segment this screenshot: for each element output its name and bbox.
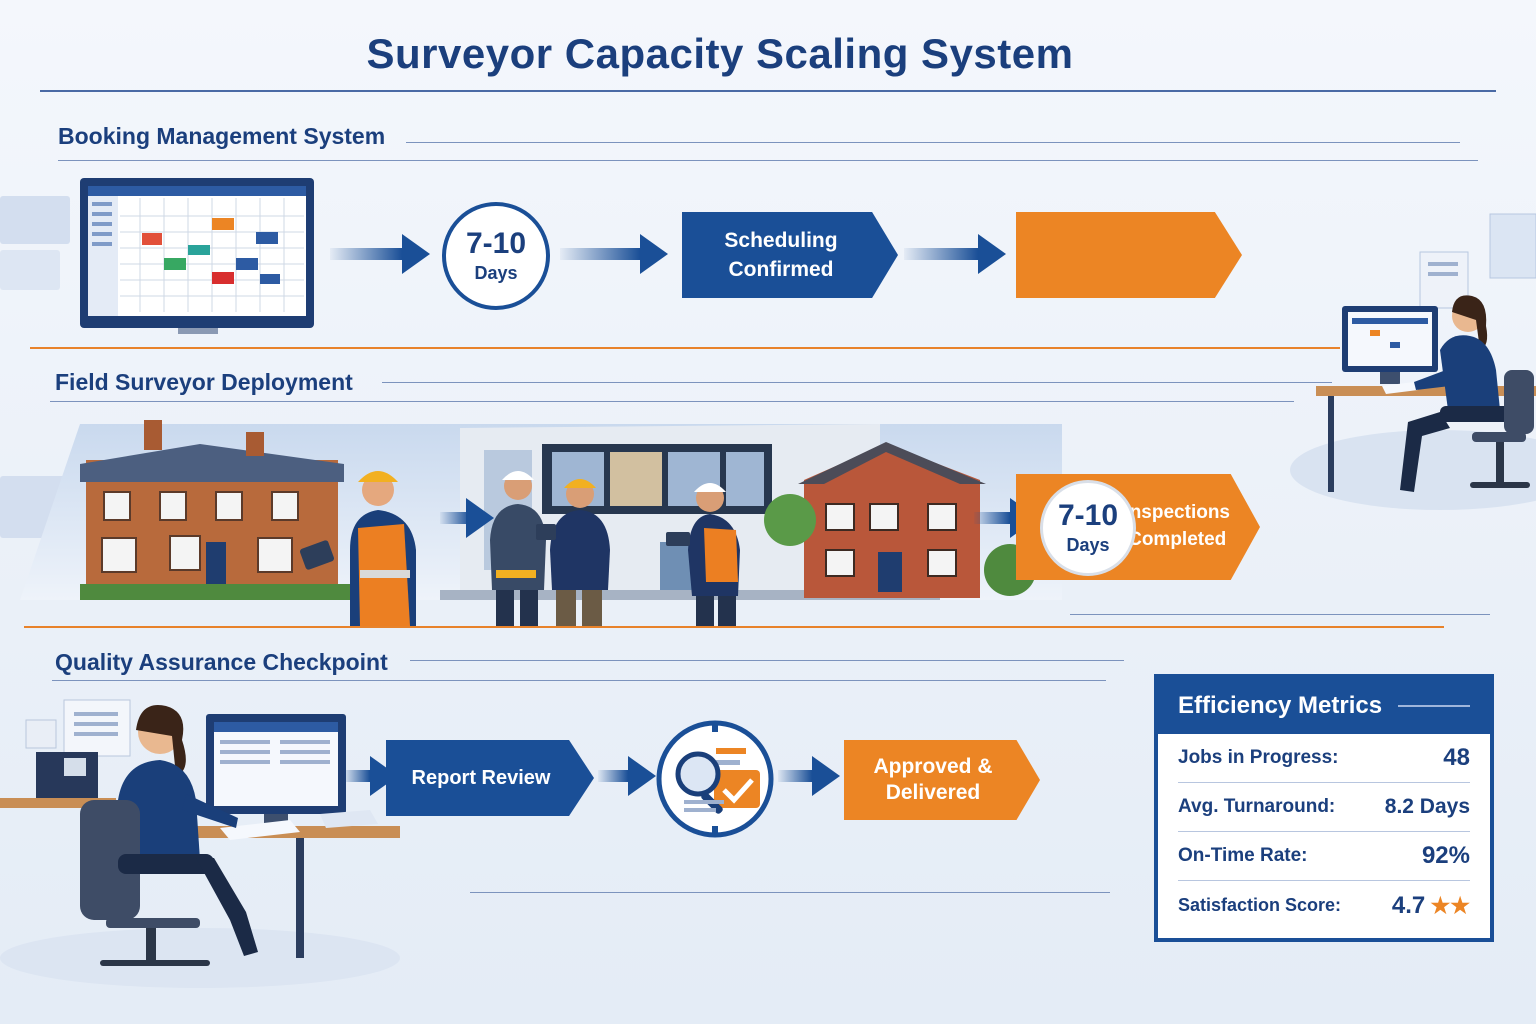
efficiency-metrics-panel: Efficiency Metrics Jobs in Progress: 48 … xyxy=(1154,674,1494,942)
booking-heading-rule xyxy=(406,142,1460,143)
metric-label: Jobs in Progress: xyxy=(1178,747,1339,768)
calendar-monitor-icon xyxy=(78,176,316,336)
approved-delivered-step: Approved & Delivered xyxy=(844,740,1040,820)
metric-row: Jobs in Progress: 48 xyxy=(1178,734,1470,783)
metric-value: 92% xyxy=(1421,842,1470,869)
clock-unit: Days xyxy=(474,262,518,283)
field-heading-rule xyxy=(382,382,1332,383)
magnifier-report-icon xyxy=(654,718,776,840)
field-surveyors-illustration xyxy=(20,420,1062,626)
booking-next-step xyxy=(1016,212,1242,298)
title-divider xyxy=(40,90,1496,92)
field-section-divider xyxy=(24,626,1444,628)
flow-arrow xyxy=(904,234,1006,274)
qa-heading-rule xyxy=(410,660,1124,661)
clock-value: 7-10 xyxy=(1057,498,1119,532)
metrics-header-rule xyxy=(1398,705,1470,707)
office-worker-illustration xyxy=(1290,200,1536,520)
clock-value: 7-10 xyxy=(465,226,527,260)
flow-arrow xyxy=(778,756,842,796)
booking-heading-rule-2 xyxy=(58,160,1478,161)
clock-icon: 7-10 Days xyxy=(1040,480,1136,576)
metric-label: On-Time Rate: xyxy=(1178,845,1308,866)
metric-row: Avg. Turnaround: 8.2 Days xyxy=(1178,783,1470,832)
booking-section-heading: Booking Management System xyxy=(58,123,386,149)
inspections-completed-label: Inspections Completed xyxy=(1124,502,1230,550)
field-bottom-rule xyxy=(1070,614,1490,615)
metric-label: Satisfaction Score: xyxy=(1178,895,1342,915)
star-icon: ★★ xyxy=(1430,892,1470,918)
qa-reviewer-illustration xyxy=(0,690,400,990)
metric-value: 8.2 Days xyxy=(1384,795,1470,818)
field-section-heading: Field Surveyor Deployment xyxy=(55,369,353,395)
metric-value: 4.7 xyxy=(1391,891,1426,919)
faded-panel-left xyxy=(0,196,70,244)
flow-arrow xyxy=(560,234,670,274)
booking-section-divider xyxy=(30,347,1340,349)
metric-value: 48 xyxy=(1443,744,1470,771)
flow-arrow xyxy=(440,498,494,538)
metric-label: Avg. Turnaround: xyxy=(1178,796,1336,817)
page-title: Surveyor Capacity Scaling System xyxy=(366,30,1074,77)
faded-panel-left-2 xyxy=(0,250,60,290)
metrics-header: Efficiency Metrics xyxy=(1158,678,1490,734)
flow-arrow xyxy=(598,756,658,796)
metric-value-group: 4.7 ★★ xyxy=(1392,892,1470,920)
report-review-step: Report Review xyxy=(386,740,594,816)
flow-arrow xyxy=(330,234,430,274)
metric-row: On-Time Rate: 92% xyxy=(1178,832,1470,881)
clock-unit: Days xyxy=(1066,534,1110,555)
qa-heading-rule-2 xyxy=(52,680,1106,681)
metric-row: Satisfaction Score: 4.7 ★★ xyxy=(1178,881,1470,930)
field-heading-rule-2 xyxy=(50,401,1294,402)
metrics-title: Efficiency Metrics xyxy=(1178,692,1383,719)
scheduling-confirmed-step: Scheduling Confirmed xyxy=(682,212,898,298)
qa-section-heading: Quality Assurance Checkpoint xyxy=(55,649,388,675)
qa-bottom-rule xyxy=(470,892,1110,893)
clock-icon: 7-10 Days xyxy=(442,202,550,310)
